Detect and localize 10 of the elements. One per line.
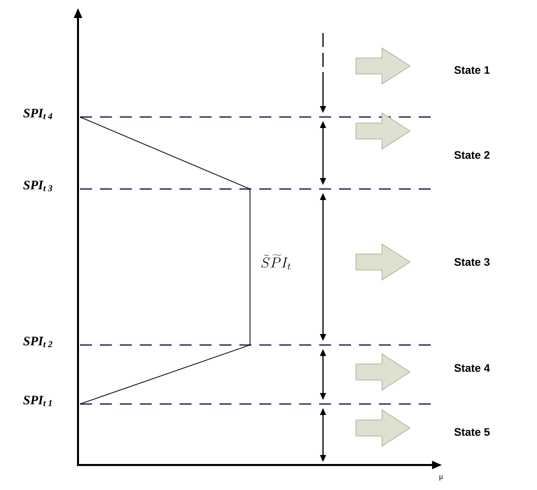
formula-label: $\widetilde{S}\widetilde{P}I_t$ xyxy=(261,254,291,270)
state-label: State 2 xyxy=(454,151,490,159)
state-label: State 5 xyxy=(454,428,490,436)
level-label: SPI$_{t 4}$ xyxy=(23,108,52,120)
level-label: SPI$_{t 3}$ xyxy=(23,180,52,192)
state-label: State 4 xyxy=(454,364,490,372)
level-label: SPI$_{t 1}$ xyxy=(23,396,52,406)
level-label: SPI$_{t 2}$ xyxy=(23,336,52,348)
state-label: State 1 xyxy=(454,66,490,74)
state-label: State 3 xyxy=(454,258,490,266)
